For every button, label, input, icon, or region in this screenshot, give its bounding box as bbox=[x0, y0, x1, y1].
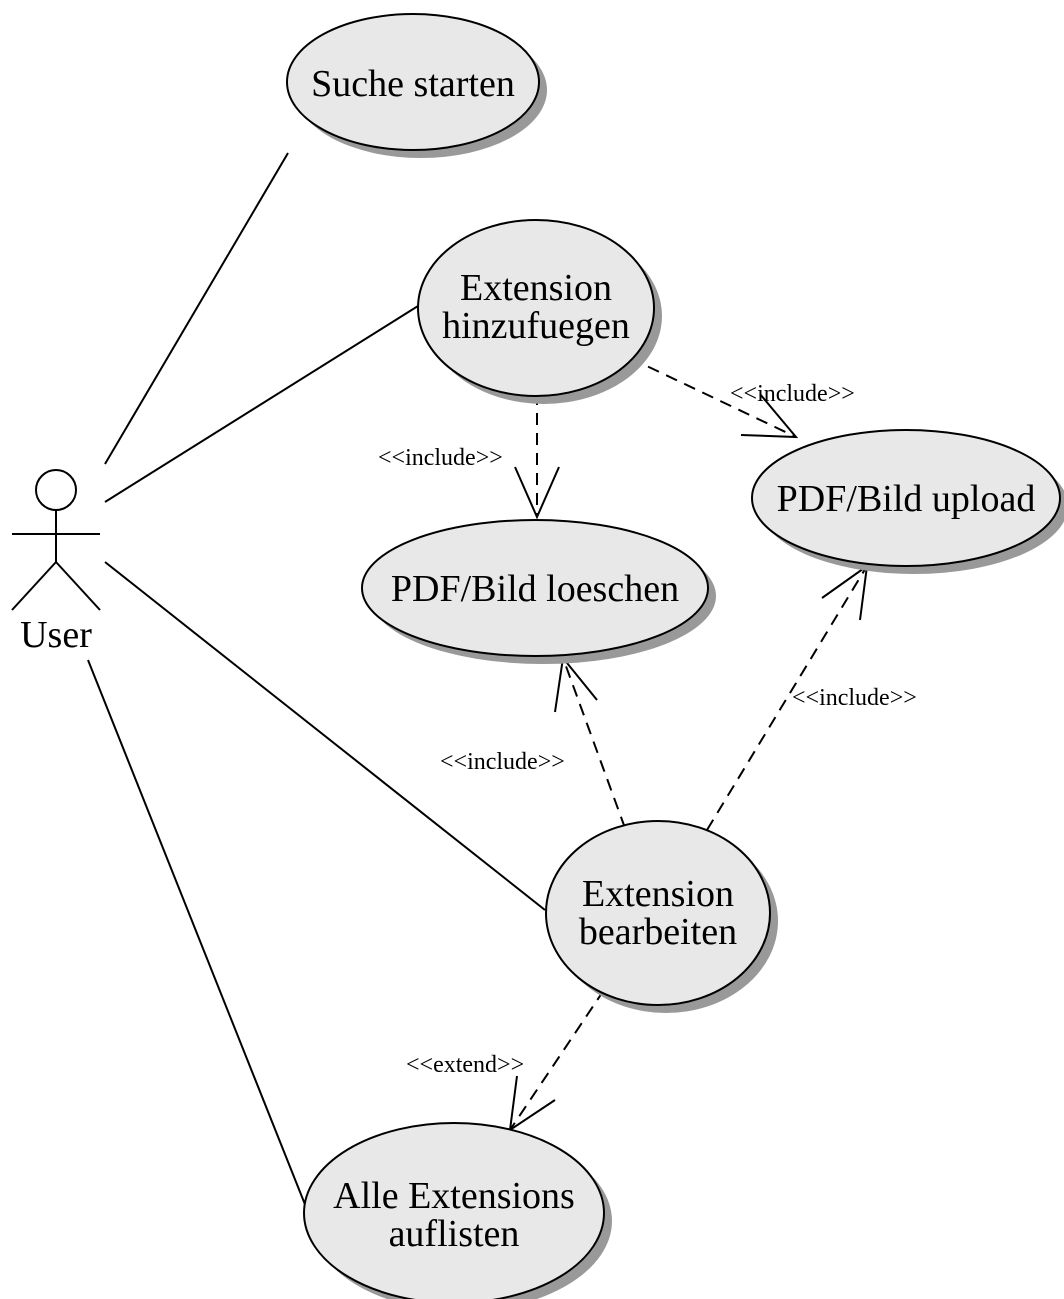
usecase-alle-extensions-auflisten-label-2: auflisten bbox=[389, 1213, 520, 1255]
usecase-suche-starten-ellipse bbox=[286, 13, 540, 151]
actor-user: User bbox=[11, 469, 101, 656]
association-extension-bearbeiten bbox=[104, 561, 546, 911]
usecase-alle-extensions-auflisten: Alle Extensions auflisten bbox=[303, 1122, 612, 1299]
usecase-pdf-bild-loeschen: PDF/Bild loeschen bbox=[361, 519, 716, 664]
usecase-pdf-bild-upload: PDF/Bild upload bbox=[751, 429, 1064, 574]
usecase-extension-hinzufuegen-ellipse bbox=[417, 219, 655, 397]
dependency-bearbeiten-loeschen bbox=[554, 655, 626, 829]
actor-left-leg bbox=[11, 561, 57, 611]
usecase-extension-bearbeiten-ellipse bbox=[545, 820, 771, 1006]
usecase-extension-hinzufuegen-label-2: hinzufuegen bbox=[442, 305, 630, 347]
usecase-alle-extensions-auflisten-ellipse bbox=[303, 1122, 605, 1299]
usecase-suche-starten: Suche starten bbox=[286, 13, 547, 158]
label-include-hinzufuegen-loeschen: <<include>> bbox=[378, 445, 503, 471]
usecase-extension-bearbeiten-label-1: Extension bbox=[582, 873, 734, 915]
label-include-hinzufuegen-upload: <<include>> bbox=[730, 381, 855, 407]
usecase-pdf-bild-loeschen-label: PDF/Bild loeschen bbox=[391, 568, 679, 610]
actor-head bbox=[35, 469, 77, 511]
usecase-pdf-bild-upload-label: PDF/Bild upload bbox=[777, 478, 1036, 520]
label-include-bearbeiten-upload: <<include>> bbox=[792, 685, 917, 711]
label-extend-bearbeiten-auflisten: <<extend>> bbox=[406, 1052, 524, 1078]
association-extension-hinzufuegen bbox=[104, 305, 419, 503]
association-suche-starten bbox=[104, 152, 289, 465]
associations bbox=[87, 152, 546, 1213]
usecase-extension-hinzufuegen-label-1: Extension bbox=[460, 267, 612, 309]
usecase-extension-bearbeiten: Extension bearbeiten bbox=[545, 820, 778, 1013]
actor-right-leg bbox=[55, 561, 101, 611]
association-alle-extensions-auflisten bbox=[87, 659, 309, 1213]
usecase-alle-extensions-auflisten-label-1: Alle Extensions bbox=[333, 1175, 575, 1217]
usecase-extension-bearbeiten-label-2: bearbeiten bbox=[579, 911, 737, 953]
actor-label: User bbox=[20, 614, 92, 656]
usecase-pdf-bild-loeschen-ellipse bbox=[361, 519, 709, 657]
usecase-extension-hinzufuegen: Extension hinzufuegen bbox=[417, 219, 662, 404]
dependency-hinzufuegen-upload bbox=[629, 357, 799, 439]
dependency-hinzufuegen-loeschen bbox=[514, 393, 560, 520]
usecase-pdf-bild-upload-ellipse bbox=[751, 429, 1061, 567]
usecase-suche-starten-label: Suche starten bbox=[311, 63, 515, 105]
label-include-bearbeiten-loeschen: <<include>> bbox=[440, 749, 565, 775]
